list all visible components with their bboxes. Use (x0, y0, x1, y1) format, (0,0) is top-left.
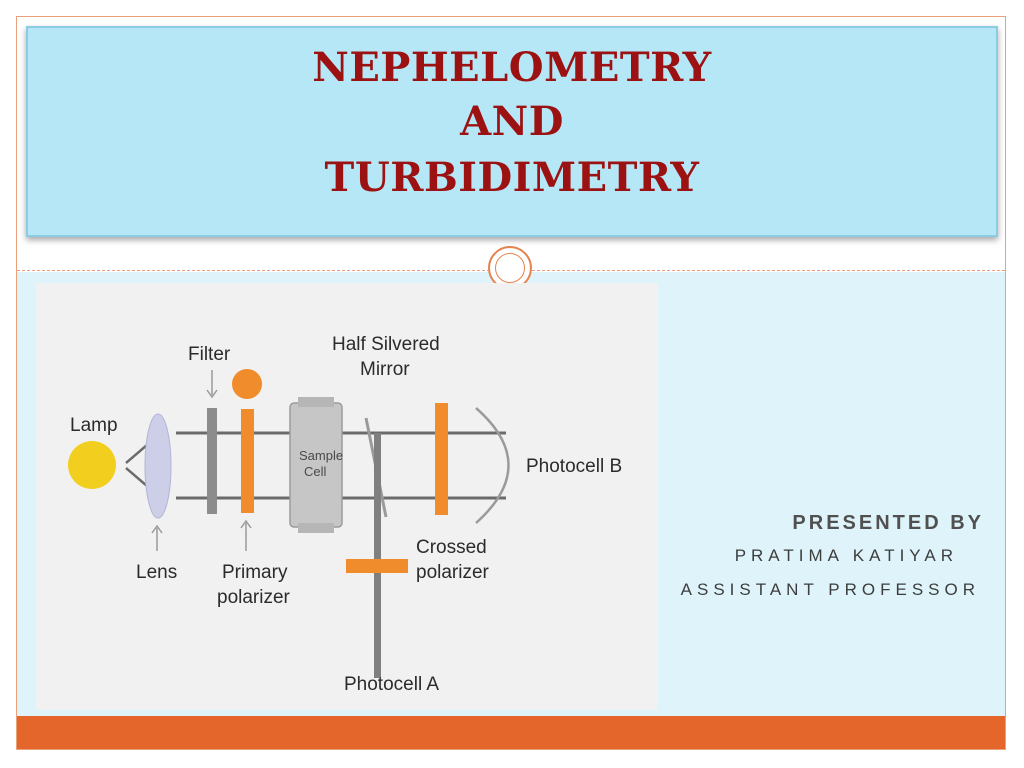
label-primary-polarizer-2: polarizer (217, 587, 291, 608)
lens-arrowhead (151, 524, 163, 534)
crossed-polarizer-element (435, 403, 448, 515)
presenter-name: PRATIMA KATIYAR (734, 546, 958, 565)
slide-frame (16, 16, 1006, 750)
label-half-silvered-mirror-2: Mirror (360, 359, 410, 380)
lamp-bulb (68, 441, 116, 489)
title-line-1: NEPHELOMETRY (312, 44, 712, 91)
sample-cell-cap (298, 397, 334, 407)
lens-element (144, 413, 172, 519)
label-half-silvered-mirror-1: Half Silvered (332, 334, 440, 355)
presenter-role: ASSISTANT PROFESSOR (680, 580, 980, 599)
sample-cell-base (298, 523, 334, 533)
presented-by-heading: PRESENTED BY (792, 512, 984, 534)
label-lens: Lens (136, 562, 177, 583)
bottom-accent-bar (17, 716, 1005, 749)
primary-polarizer-element (241, 409, 254, 513)
label-filter: Filter (188, 344, 231, 365)
nephelometer-diagram: Filter Half Silvered Mirror Lamp Sample … (36, 283, 658, 710)
vertical-beam (374, 433, 381, 678)
primary-polarizer-arrowhead (240, 519, 252, 529)
title-line-3: TURBIDIMETRY (324, 154, 700, 201)
label-primary-polarizer-1: Primary (222, 562, 288, 583)
label-crossed-polarizer-1: Crossed (416, 537, 487, 558)
label-sample-cell-2: Cell (304, 464, 327, 479)
label-sample-cell-1: Sample (299, 448, 343, 463)
label-lamp: Lamp (70, 415, 118, 436)
lower-crossed-polarizer (346, 559, 408, 573)
label-photocell-b: Photocell B (526, 456, 622, 477)
filter-arrowhead (206, 389, 218, 399)
divider-circle-inner (495, 253, 525, 283)
title-line-2: AND (460, 98, 564, 145)
photocell-b-arc (475, 407, 510, 524)
title-box: NEPHELOMETRY AND TURBIDIMETRY (26, 26, 998, 237)
polarizer-knob (232, 369, 262, 399)
filter-element (207, 408, 217, 514)
label-photocell-a: Photocell A (344, 674, 439, 695)
label-crossed-polarizer-2: polarizer (416, 562, 490, 583)
